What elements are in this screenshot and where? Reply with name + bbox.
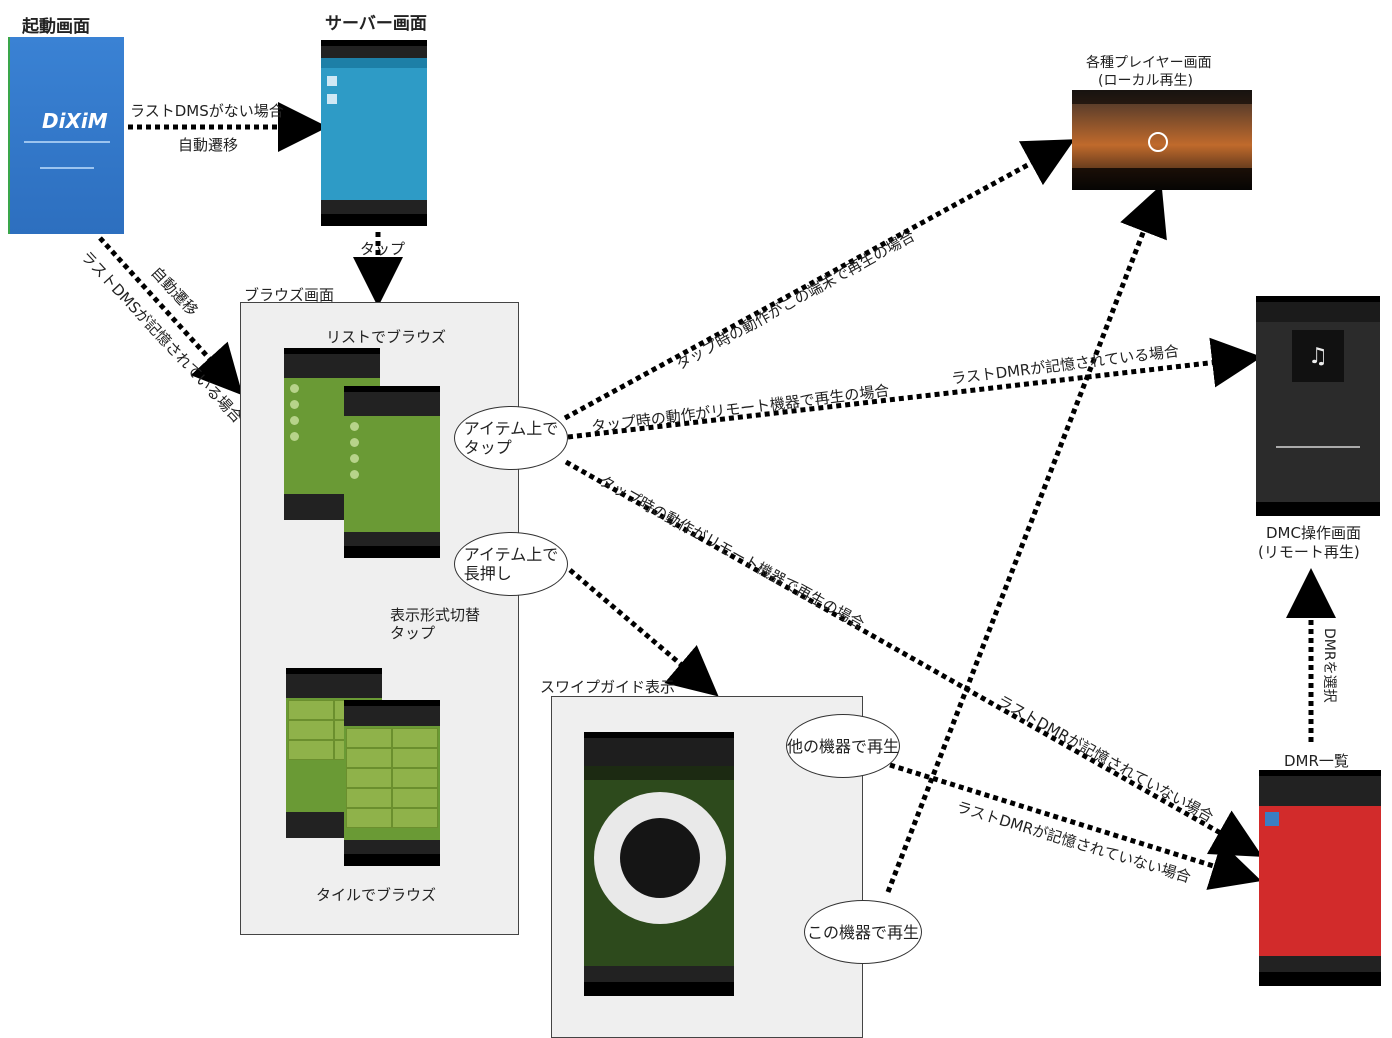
server-action-bar bbox=[321, 46, 427, 58]
ellipse-play-this: この機器で再生 bbox=[804, 900, 922, 964]
server-bottom-bar bbox=[321, 200, 427, 214]
startup-logo: DiXiM bbox=[42, 109, 108, 133]
music-note-icon: ♫ bbox=[1292, 330, 1344, 382]
dmr-title: DMR一覧 bbox=[1284, 752, 1349, 770]
browse-tile-label: タイルでブラウズ bbox=[316, 886, 437, 904]
browse-tile-phone-front bbox=[344, 700, 440, 866]
edge-this-to-player bbox=[885, 184, 1167, 893]
dmr-screen bbox=[1259, 770, 1381, 986]
dmc-screen: ♫ bbox=[1256, 296, 1380, 516]
edge-tap-to-dmc bbox=[567, 337, 1262, 440]
swipe-title: スワイプガイド表示 bbox=[540, 678, 676, 696]
dmc-title-1: DMC操作画面 bbox=[1266, 524, 1361, 542]
ellipse-tap-item: アイテム上で タップ bbox=[454, 406, 568, 470]
edge-label-toggle-1: 表示形式切替 bbox=[390, 606, 481, 624]
play-icon bbox=[1148, 132, 1168, 152]
edge-label-auto-1: 自動遷移 bbox=[178, 136, 239, 154]
player-title-1: 各種プレイヤー画面 bbox=[1086, 55, 1212, 71]
edge-startup-to-browse bbox=[98, 236, 243, 396]
ellipse-long-press: アイテム上で 長押し bbox=[454, 532, 568, 596]
edge-label-toggle-2: タップ bbox=[390, 624, 436, 642]
server-item-icon bbox=[327, 94, 337, 104]
player-screen bbox=[1072, 90, 1252, 190]
swipe-center bbox=[620, 818, 700, 898]
browse-list-phone-front bbox=[344, 386, 440, 558]
edge-label-no-last-dms: ラストDMSがない場合 bbox=[130, 102, 284, 120]
edge-other-to-dmr bbox=[889, 762, 1262, 890]
swipe-ring bbox=[594, 792, 726, 924]
server-item-icon bbox=[327, 76, 337, 86]
edge-tap-to-dmr bbox=[564, 459, 1263, 857]
browse-list-label: リストでブラウズ bbox=[326, 328, 447, 346]
player-title-2: (ローカル再生) bbox=[1098, 73, 1193, 89]
server-screen bbox=[321, 40, 427, 226]
edge-label-tap: タップ bbox=[360, 240, 406, 258]
startup-screen: DiXiM bbox=[8, 37, 124, 234]
startup-powered-by bbox=[40, 167, 94, 169]
server-title: サーバー画面 bbox=[325, 14, 427, 34]
swipe-phone bbox=[584, 732, 734, 996]
ellipse-play-other: 他の機器で再生 bbox=[786, 714, 900, 778]
startup-logo-underline bbox=[24, 141, 110, 143]
browse-title: ブラウズ画面 bbox=[244, 286, 335, 304]
startup-title: 起動画面 bbox=[22, 17, 90, 37]
dmc-seekbar bbox=[1276, 446, 1360, 448]
dmr-item-icon bbox=[1265, 812, 1279, 826]
edge-longpress-to-swipe bbox=[568, 568, 719, 697]
edge-label-select-dmr: DMRを選択 bbox=[1321, 628, 1337, 703]
dmc-title-2: (リモート再生) bbox=[1258, 543, 1360, 561]
